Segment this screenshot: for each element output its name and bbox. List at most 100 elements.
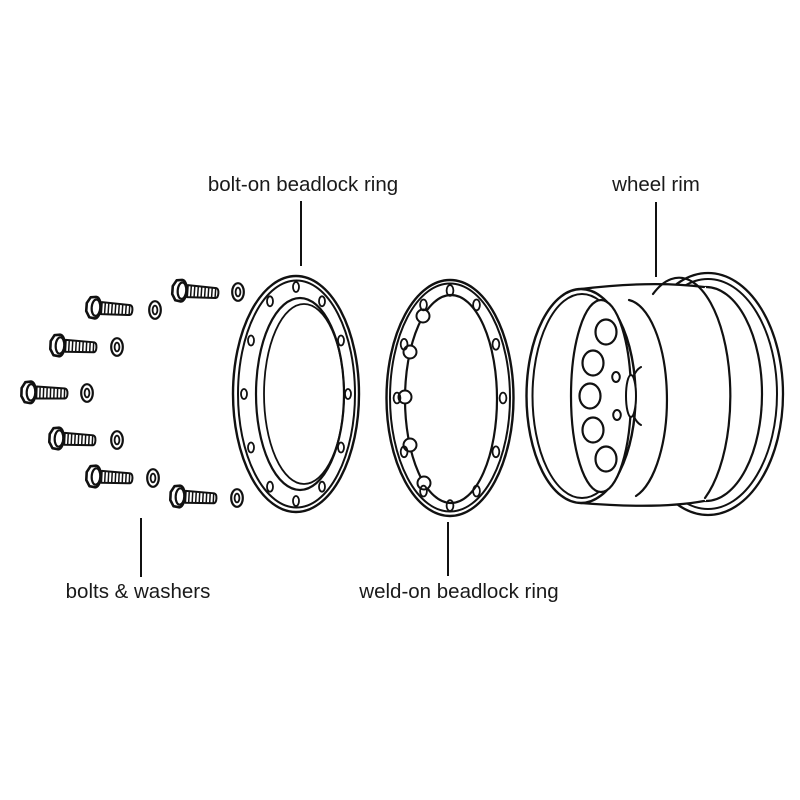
bolt-on-beadlock-ring xyxy=(231,274,361,514)
ring-bolt-hole xyxy=(419,484,428,498)
bolt xyxy=(47,426,97,451)
bolt xyxy=(48,333,98,358)
bolt-thread-tick xyxy=(128,304,131,316)
ring-bolt-hole xyxy=(399,445,409,459)
bolt-thread-tick xyxy=(196,286,200,298)
bolt-thread-tick xyxy=(124,304,127,316)
bolt-thread-tick xyxy=(207,287,210,298)
bolt-thread-tick xyxy=(210,287,213,299)
label-bolts-and-washers: bolts & washers xyxy=(66,580,211,603)
ring-bolt-hole xyxy=(392,391,402,405)
label-wheel-rim: wheel rim xyxy=(611,173,700,196)
rim-vent-hole xyxy=(594,318,618,346)
bolt-thread-tick xyxy=(117,303,120,315)
bolt xyxy=(84,464,134,489)
bolt-head-face xyxy=(90,467,102,486)
ring-bolt-hole xyxy=(344,388,352,400)
ring-bolt-hole xyxy=(419,298,428,312)
bolt xyxy=(84,295,134,320)
weld-on-beadlock-ring xyxy=(385,278,515,518)
weld-nut xyxy=(402,437,418,453)
ring-bolt-hole xyxy=(399,337,409,351)
bolt xyxy=(168,484,218,509)
washer-hole xyxy=(233,492,241,504)
bolt-head-face xyxy=(53,429,65,448)
ring-bolt-hole xyxy=(472,298,481,312)
ring-inner-lip xyxy=(263,303,345,485)
rim-barrel-top-edge xyxy=(579,283,706,291)
ring-bolt-hole xyxy=(337,334,345,347)
weld-nut xyxy=(402,344,418,360)
washer-outline xyxy=(110,337,124,357)
ring-bolt-hole xyxy=(445,499,455,512)
wheel-rim xyxy=(525,271,785,517)
rim-vent-hole xyxy=(594,445,618,473)
bolts-group xyxy=(20,278,220,509)
rim-lug-hole xyxy=(612,409,622,421)
bolt-thread-tick xyxy=(103,302,107,314)
bolt-thread-tick xyxy=(121,304,124,315)
rim-vent-hole xyxy=(578,382,602,410)
washer-hole xyxy=(113,434,121,446)
bolt xyxy=(20,380,69,405)
ring-bolt-hole xyxy=(318,480,326,493)
washer-outline xyxy=(230,488,244,508)
ring-bolt-hole xyxy=(247,441,255,454)
washer-outline xyxy=(231,282,245,302)
ring-outer-inner-line xyxy=(237,279,356,509)
leader-lines xyxy=(140,201,657,577)
bolt-head-face xyxy=(25,383,37,402)
washer-outline xyxy=(148,300,162,320)
ring-bolt-hole xyxy=(337,441,345,454)
washer xyxy=(231,282,245,302)
ring-bolt-hole xyxy=(266,480,274,493)
bolt-head-face xyxy=(174,487,186,506)
bolt-thread-tick xyxy=(107,303,110,314)
washer-outline xyxy=(146,468,160,488)
weld-nut xyxy=(397,389,413,405)
ring-bolt-hole xyxy=(445,284,455,297)
ring-bolt-hole xyxy=(292,495,300,507)
washer xyxy=(80,383,94,403)
washer-hole xyxy=(113,341,121,353)
ring-bolt-hole xyxy=(491,337,501,351)
rim-well-curve xyxy=(627,298,669,498)
ring-bolt-hole xyxy=(498,391,508,405)
ring-bolt-hole xyxy=(266,295,274,308)
ring-bolt-hole xyxy=(240,388,248,400)
bolt-thread-tick xyxy=(214,287,217,299)
ring-bolt-hole xyxy=(472,484,481,498)
washers-group xyxy=(80,282,245,508)
bolt-thread-tick xyxy=(193,286,196,297)
ring-bolt-hole xyxy=(247,334,255,347)
rim-barrel-bottom-edge xyxy=(579,499,706,507)
ring-bolt-hole xyxy=(318,295,326,308)
bolt-thread-tick xyxy=(189,285,193,297)
label-bolt-on-beadlock-ring: bolt-on beadlock ring xyxy=(208,173,398,196)
rim-well-curve xyxy=(651,276,732,500)
weld-nut xyxy=(415,308,431,324)
weld-nut xyxy=(416,475,432,491)
bolt-head-face xyxy=(176,281,188,300)
bolt-head-face xyxy=(90,298,102,317)
bolt-head-face xyxy=(54,336,66,355)
ring-bolt-hole xyxy=(292,281,300,293)
washer-hole xyxy=(149,472,157,484)
rim-vent-hole xyxy=(581,349,605,377)
washer-hole xyxy=(83,387,91,399)
bolt-thread-tick xyxy=(110,303,114,315)
ring-outer-edge xyxy=(385,278,515,518)
ring-bolt-hole xyxy=(491,445,501,459)
bolt-shaft xyxy=(35,385,69,400)
washer-outline xyxy=(80,383,94,403)
washer xyxy=(110,337,124,357)
washer-outline xyxy=(110,430,124,450)
bolt-thread-tick xyxy=(200,286,203,298)
ring-outer-edge xyxy=(231,274,361,514)
washer xyxy=(110,430,124,450)
rim-center-bore xyxy=(625,374,637,418)
washer-hole xyxy=(151,304,159,316)
rim-lug-hole xyxy=(611,371,621,383)
